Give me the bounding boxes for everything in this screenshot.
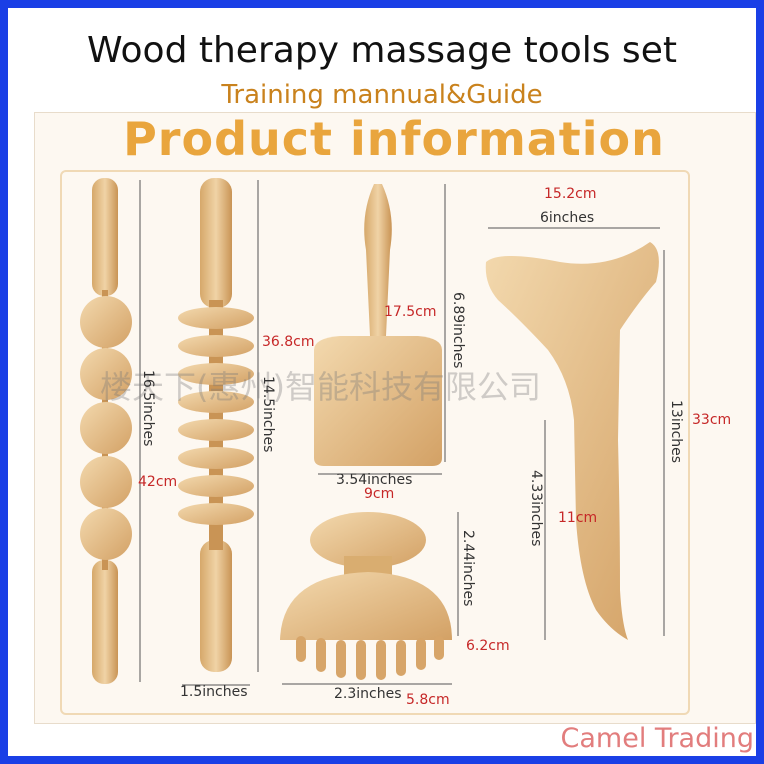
mushroom-height-in: 2.44inches <box>460 530 476 607</box>
paddle-height-cm: 33cm <box>692 412 732 428</box>
paddle-tool <box>485 242 659 640</box>
product-panel <box>60 170 690 715</box>
roller-left-length-in: 16.5inches <box>140 370 156 447</box>
mushroom-width-cm: 5.8cm <box>406 692 450 708</box>
page-subtitle: Training mannual&Guide <box>221 80 543 110</box>
suction-cup-tool <box>314 184 442 466</box>
paddle-height-in: 13inches <box>668 400 684 464</box>
page-title: Wood therapy massage tools set <box>87 30 677 71</box>
paddle-width-cm: 15.2cm <box>544 186 597 202</box>
paddle-width-in: 6inches <box>540 210 595 226</box>
cup-width-cm: 9cm <box>364 486 395 502</box>
cup-height-cm: 17.5cm <box>384 304 437 320</box>
mushroom-width-in: 2.3inches <box>334 686 402 702</box>
brand-label: Camel Trading <box>560 723 754 754</box>
roller-disc-length-cm: 36.8cm <box>262 334 315 350</box>
paddle-handle-cm: 11cm <box>558 510 598 526</box>
mushroom-height-cm: 6.2cm <box>466 638 510 654</box>
product-heading: Product information <box>123 112 665 166</box>
ball-roller-tool <box>80 178 132 684</box>
mushroom-tool <box>280 512 452 680</box>
dimension-lines <box>139 180 665 686</box>
roller-left-length-cm: 42cm <box>138 474 178 490</box>
roller-disc-width-in: 1.5inches <box>180 684 248 700</box>
watermark-text: 楼天下(惠州)智能科技有限公司 <box>100 368 541 406</box>
disc-roller-tool <box>178 178 254 672</box>
roller-disc-length-in: 14.5inches <box>260 376 276 453</box>
cup-width-in: 3.54inches <box>336 472 413 488</box>
cup-height-in: 6.89inches <box>450 292 466 369</box>
paddle-handle-in: 4.33inches <box>528 470 544 547</box>
